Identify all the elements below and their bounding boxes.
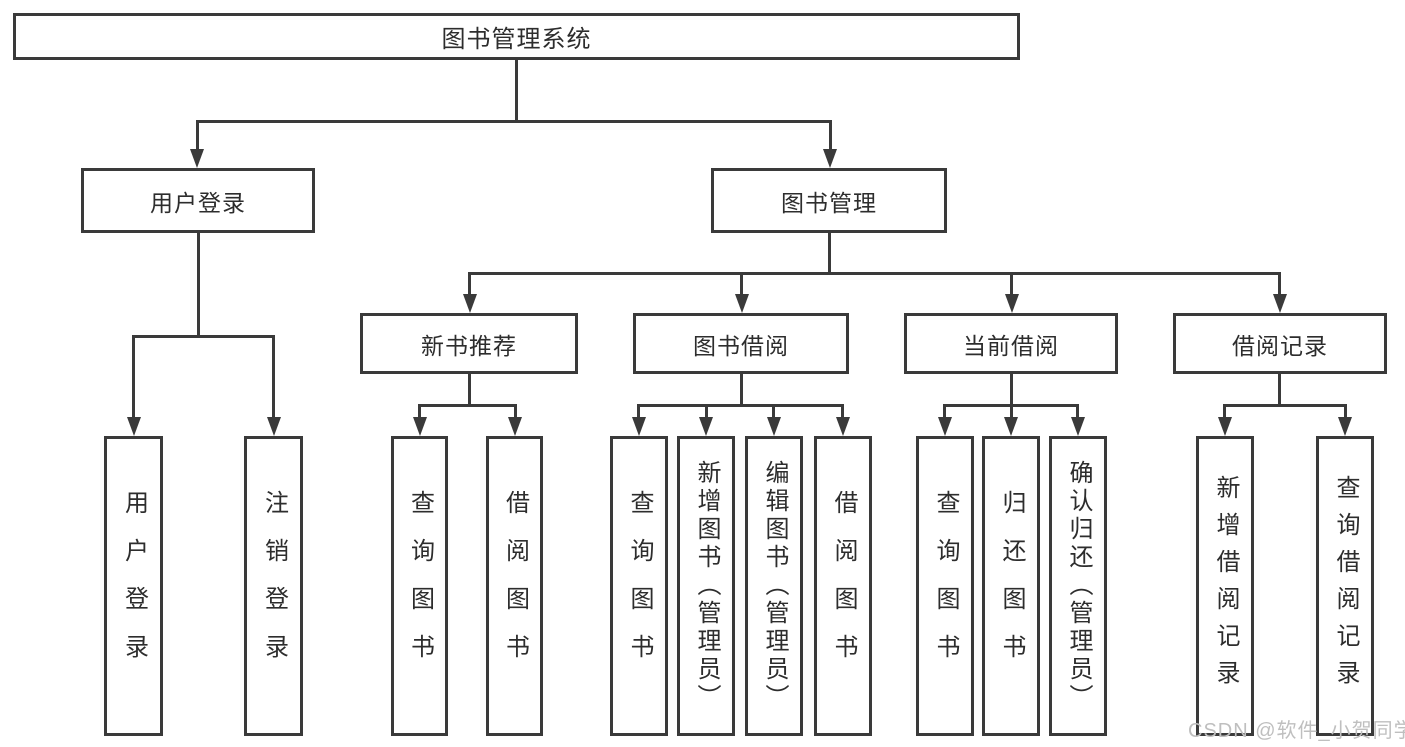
leaf-cur-query-book: 查询图书	[916, 436, 974, 736]
leaf-query-borrow-record: 查询借阅记录	[1316, 436, 1374, 736]
connector-drop-bor-borrow	[841, 404, 844, 417]
connector-bar-user-login	[132, 335, 275, 338]
arrowhead-book-borrow	[735, 294, 749, 313]
leaf-query-borrow-record-label: 查询借阅记录	[1332, 475, 1359, 697]
connector-root-stem	[515, 60, 518, 120]
leaf-cur-query-book-label: 查询图书	[932, 490, 959, 682]
connector-drop-cur-return	[1010, 404, 1013, 417]
leaf-user-login-label: 用户登录	[120, 490, 148, 682]
node-new-book-rec: 新书推荐	[360, 313, 578, 374]
leaf-rec-borrow-book-label: 借阅图书	[501, 490, 529, 682]
leaf-add-borrow-record-label: 新增借阅记录	[1212, 475, 1239, 697]
node-user-login: 用户登录	[81, 168, 315, 233]
csdn-watermark: CSDN @软件_小贺同学	[1188, 720, 1405, 742]
arrowhead-cur-query	[938, 417, 952, 436]
leaf-cur-return-book-label: 归还图书	[998, 490, 1025, 682]
connector-drop-borrow-record	[1278, 272, 1281, 295]
arrowhead-rrec-add	[1218, 417, 1232, 436]
leaf-cur-return-book: 归还图书	[982, 436, 1040, 736]
connector-drop-book-borrow	[740, 272, 743, 295]
arrowhead-login	[127, 417, 141, 436]
leaf-logout: 注销登录	[244, 436, 303, 736]
connector-drop-logout	[272, 335, 275, 417]
leaf-logout-label: 注销登录	[260, 490, 288, 682]
connector-drop-rec-query	[418, 404, 421, 417]
connector-bar-level3	[468, 272, 1281, 275]
node-borrow-record: 借阅记录	[1173, 313, 1387, 374]
leaf-bor-query-book: 查询图书	[610, 436, 668, 736]
connector-new-book-rec-stem	[468, 373, 471, 407]
arrowhead-bor-edit	[767, 417, 781, 436]
arrowhead-book-mgmt	[823, 149, 837, 168]
connector-drop-bor-query	[637, 404, 640, 417]
leaf-bor-add-book-label: 新增图书（管理员）	[693, 460, 720, 712]
node-user-login-label: 用户登录	[150, 189, 246, 216]
connector-drop-user-login	[196, 120, 199, 150]
node-book-borrow: 图书借阅	[633, 313, 849, 374]
connector-bar-new-book-rec	[418, 404, 517, 407]
connector-book-mgmt-stem	[828, 232, 831, 272]
leaf-bor-edit-book-label: 编辑图书（管理员）	[761, 460, 788, 712]
arrowhead-bor-borrow	[836, 417, 850, 436]
arrowhead-bor-query	[632, 417, 646, 436]
arrowhead-rrec-query	[1338, 417, 1352, 436]
node-book-mgmt-label: 图书管理	[781, 189, 877, 216]
connector-drop-current-borrow	[1010, 272, 1013, 295]
arrowhead-user-login	[190, 149, 204, 168]
connector-current-borrow-stem	[1010, 373, 1013, 407]
connector-drop-cur-confirm	[1076, 404, 1079, 417]
leaf-cur-confirm-return: 确认归还（管理员）	[1049, 436, 1107, 736]
arrowhead-cur-return	[1004, 417, 1018, 436]
leaf-rec-query-book-label: 查询图书	[406, 490, 434, 682]
arrowhead-new-book-rec	[463, 294, 477, 313]
connector-drop-rec-borrow	[514, 404, 517, 417]
node-root-system: 图书管理系统	[13, 13, 1020, 60]
connector-borrow-record-stem	[1278, 373, 1281, 407]
node-book-borrow-label: 图书借阅	[693, 332, 789, 359]
connector-drop-rrec-query	[1344, 404, 1347, 417]
arrowhead-logout	[267, 417, 281, 436]
connector-drop-new-book-rec	[468, 272, 471, 295]
arrowhead-cur-confirm	[1071, 417, 1085, 436]
node-book-mgmt: 图书管理	[711, 168, 947, 233]
connector-drop-bor-edit	[772, 404, 775, 417]
leaf-rec-query-book: 查询图书	[391, 436, 448, 736]
arrowhead-current-borrow	[1005, 294, 1019, 313]
leaf-rec-borrow-book: 借阅图书	[486, 436, 543, 736]
connector-drop-cur-query	[943, 404, 946, 417]
arrowhead-rec-query	[413, 417, 427, 436]
leaf-cur-confirm-return-label: 确认归还（管理员）	[1065, 460, 1092, 712]
leaf-bor-borrow-book-label: 借阅图书	[830, 490, 857, 682]
connector-drop-bor-add	[705, 404, 708, 417]
leaf-add-borrow-record: 新增借阅记录	[1196, 436, 1254, 736]
node-new-book-rec-label: 新书推荐	[421, 332, 517, 359]
connector-book-borrow-stem	[740, 373, 743, 407]
node-borrow-record-label: 借阅记录	[1232, 332, 1328, 359]
connector-drop-book-mgmt	[829, 120, 832, 150]
leaf-bor-edit-book: 编辑图书（管理员）	[745, 436, 803, 736]
connector-bar-level2	[196, 120, 832, 123]
leaf-bor-query-book-label: 查询图书	[626, 490, 653, 682]
leaf-bor-borrow-book: 借阅图书	[814, 436, 872, 736]
arrowhead-rec-borrow	[508, 417, 522, 436]
node-root-label: 图书管理系统	[441, 26, 592, 53]
connector-bar-book-borrow	[637, 404, 844, 407]
arrowhead-borrow-record	[1273, 294, 1287, 313]
leaf-user-login: 用户登录	[104, 436, 163, 736]
connector-user-login-stem	[197, 232, 200, 335]
connector-bar-borrow-record	[1223, 404, 1347, 407]
arrowhead-bor-add	[699, 417, 713, 436]
node-current-borrow-label: 当前借阅	[963, 332, 1059, 359]
connector-drop-login	[132, 335, 135, 417]
node-current-borrow: 当前借阅	[904, 313, 1118, 374]
leaf-bor-add-book: 新增图书（管理员）	[677, 436, 735, 736]
connector-drop-rrec-add	[1223, 404, 1226, 417]
